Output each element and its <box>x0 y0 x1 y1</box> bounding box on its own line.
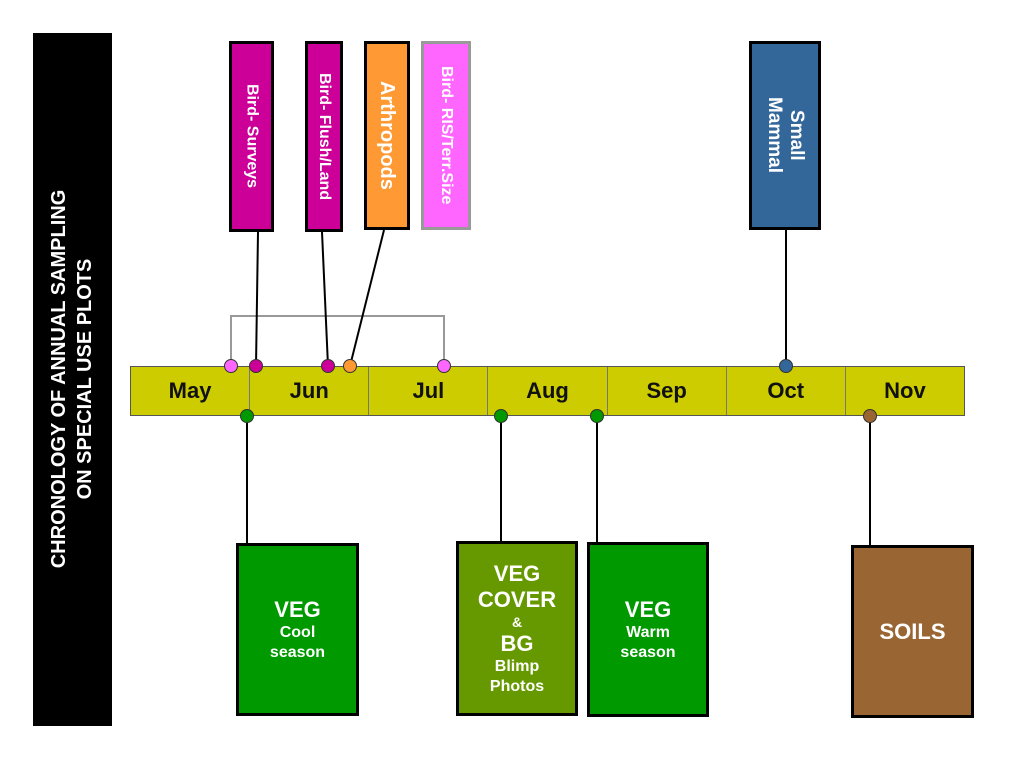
veg-cover-l3: & <box>511 613 523 630</box>
bird-flush-land-label: Bird- Flush/Land <box>316 72 333 201</box>
small-mammal-label-1: Small <box>786 110 807 161</box>
month-aug: Aug <box>488 367 608 415</box>
bird-surveys-label: Bird- Surveys <box>243 84 261 189</box>
veg-cover-box: VEG COVER & BG Blimp Photos <box>456 541 578 716</box>
dot-bird-ris-may <box>224 359 238 373</box>
veg-cool-l2: Cool <box>279 623 316 641</box>
connector-bird-flush <box>321 231 329 367</box>
month-sep: Sep <box>608 367 727 415</box>
dot-soils <box>863 409 877 423</box>
bird-ris-box: Bird- RIS/Terr.Size <box>421 41 471 230</box>
bird-flush-land-box: Bird- Flush/Land <box>305 41 343 232</box>
timeline-bar: May Jun Jul Aug Sep Oct Nov <box>130 366 965 416</box>
bird-surveys-box: Bird- Surveys <box>229 41 274 232</box>
veg-cover-l2: COVER <box>477 586 557 612</box>
veg-cover-l6: Photos <box>489 677 545 695</box>
title-bar: CHRONOLOGY OF ANNUAL SAMPLING ON SPECIAL… <box>33 33 112 726</box>
dot-bird-flush <box>321 359 335 373</box>
soils-l1: SOILS <box>879 618 946 644</box>
arthropods-box: Arthropods <box>364 41 410 230</box>
small-mammal-label-2: Mammal <box>764 97 785 174</box>
veg-cover-l5: Blimp <box>494 657 540 675</box>
veg-warm-l1: VEG <box>624 596 672 622</box>
dot-arthropods <box>343 359 357 373</box>
veg-warm-l3: season <box>620 643 676 661</box>
veg-cool-l3: season <box>269 643 326 661</box>
dot-bird-ris-jul <box>437 359 451 373</box>
veg-cover-l1: VEG <box>493 560 541 586</box>
dot-veg-cover <box>494 409 508 423</box>
veg-cool-box: VEG Cool season <box>236 543 359 716</box>
month-oct: Oct <box>727 367 846 415</box>
dot-veg-warm <box>590 409 604 423</box>
connector-bird-surveys <box>255 231 259 367</box>
connector-arthropods <box>349 229 385 367</box>
bracket-line <box>230 315 445 366</box>
dot-bird-surveys <box>249 359 263 373</box>
veg-warm-l2: Warm <box>626 623 670 641</box>
bird-ris-label: Bird- RIS/Terr.Size <box>438 66 455 205</box>
veg-cover-l4: BG <box>500 630 534 656</box>
arthropods-label: Arthropods <box>376 81 398 190</box>
month-jun: Jun <box>250 367 370 415</box>
dot-veg-cool <box>240 409 254 423</box>
month-jul: Jul <box>369 367 489 415</box>
dot-mammal <box>779 359 793 373</box>
month-nov: Nov <box>884 378 926 403</box>
veg-cool-l1: VEG <box>274 596 321 622</box>
small-mammal-box: Small Mammal <box>749 41 821 230</box>
soils-box: SOILS <box>851 545 974 718</box>
month-may: May <box>131 367 251 415</box>
veg-warm-box: VEG Warm season <box>587 542 709 717</box>
